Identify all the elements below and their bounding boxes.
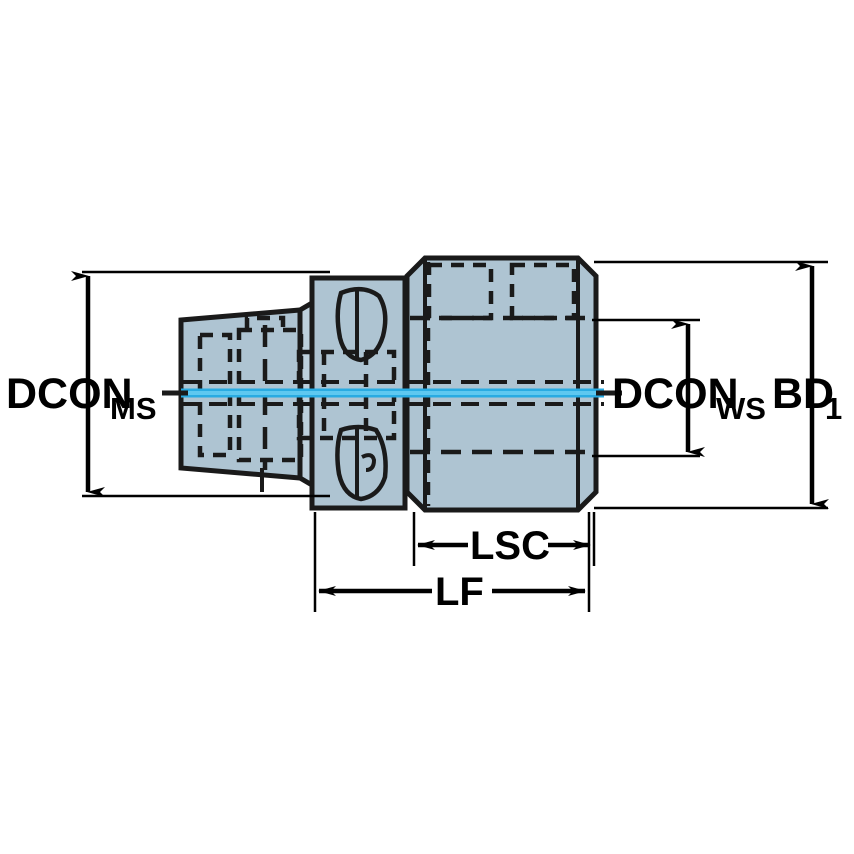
lsc-label-backdrop: [468, 525, 548, 565]
hidden-body-bore-2: [509, 262, 577, 321]
flange-slot-lower: [335, 424, 388, 502]
coolant-channel: [162, 380, 622, 406]
bd1-subscript: 1: [825, 391, 842, 426]
dcon-ws-label: DCON: [612, 370, 739, 418]
lf-label: LF: [435, 570, 484, 614]
drive-flange: [309, 275, 408, 511]
lsc-label: LSC: [470, 524, 550, 568]
dimension-dcon-ws: DCON WS: [592, 318, 766, 458]
bd1-label: BD: [772, 370, 834, 418]
flange-slot-upper: [335, 286, 388, 363]
dimension-lsc: LSC: [412, 512, 596, 568]
dcon-ms-subscript: MS: [110, 391, 157, 426]
dcon-ws-subscript: WS: [716, 391, 766, 426]
hidden-shank-cap: [244, 315, 286, 330]
part-geometry: [162, 255, 622, 513]
dcon-ms-label: DCON: [6, 370, 133, 418]
lf-label-backdrop: [432, 570, 492, 610]
dimension-bd1: BD 1: [594, 260, 842, 510]
hidden-body-bore-1: [426, 262, 494, 321]
flange-slot-hook: [361, 453, 377, 472]
dimension-dcon-ms: DCON MS: [6, 270, 330, 498]
dimension-lf: LF: [313, 512, 591, 614]
